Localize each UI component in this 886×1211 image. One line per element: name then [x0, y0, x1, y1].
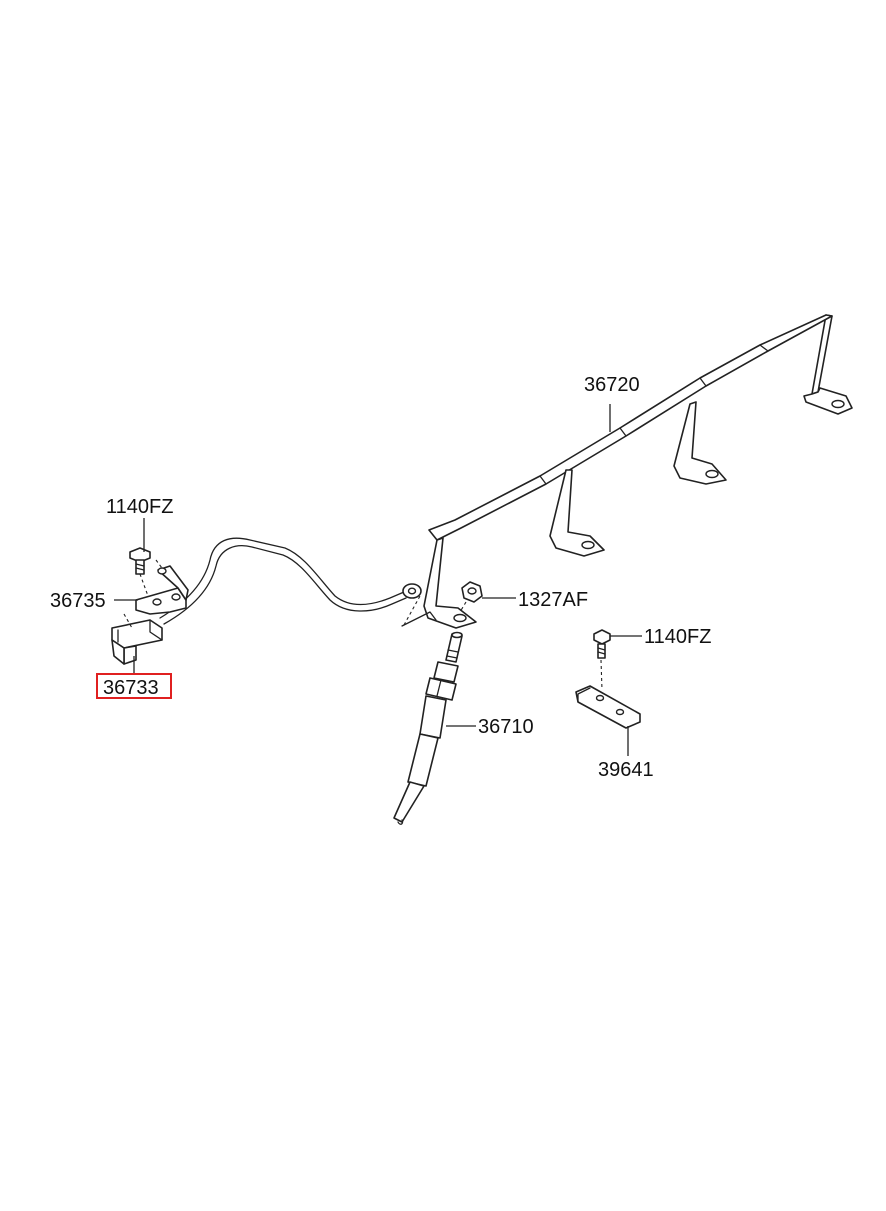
nut[interactable]	[459, 581, 483, 613]
highlight-box	[96, 673, 172, 699]
glow-plug[interactable]	[393, 631, 463, 825]
label-harness[interactable]: 36720	[584, 374, 640, 396]
label-glow-plug[interactable]: 36710	[478, 716, 534, 738]
bracket[interactable]	[135, 559, 189, 615]
label-nut[interactable]: 1327AF	[518, 589, 588, 611]
harness-cable	[159, 537, 437, 627]
bolt-right[interactable]	[593, 629, 611, 691]
plate[interactable]	[575, 685, 641, 729]
label-bolt-upper-left[interactable]: 1140FZ	[106, 496, 173, 518]
bolt-upper-left[interactable]	[129, 547, 151, 597]
label-bolt-right[interactable]: 1140FZ	[644, 626, 711, 648]
label-plate[interactable]: 39641	[598, 759, 654, 781]
label-connector[interactable]: 36733	[103, 677, 159, 699]
label-bracket[interactable]: 36735	[50, 590, 106, 612]
leader-lines	[114, 404, 642, 756]
glow-plug-harness[interactable]	[423, 314, 853, 629]
connector[interactable]	[111, 613, 163, 665]
